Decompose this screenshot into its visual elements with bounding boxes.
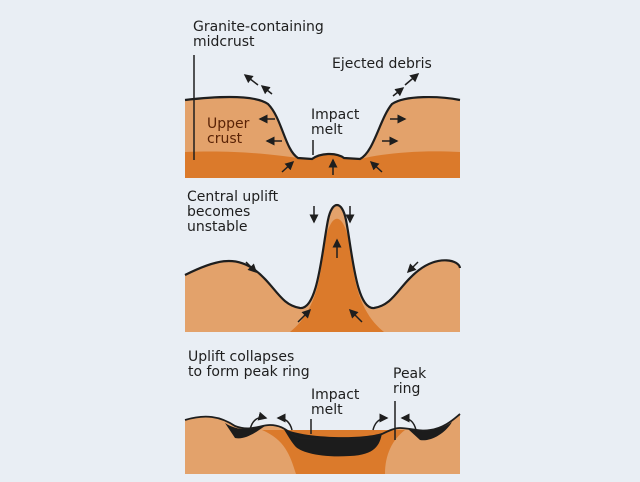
- panel-3-peak-ring: [184, 401, 461, 474]
- panel-2-central-uplift: [184, 203, 462, 332]
- peak-ring-label: Peak ring: [393, 366, 427, 397]
- granite-midcrust-label: Granite-containing midcrust: [193, 19, 324, 50]
- arrows: [249, 411, 417, 431]
- central-uplift-title: Central uplift becomes unstable: [187, 189, 279, 235]
- upper-crust-label: Upper crust: [207, 116, 250, 147]
- ejected-debris-label: Ejected debris: [332, 56, 432, 72]
- arrows: [243, 73, 420, 175]
- uplift-collapses-title: Uplift collapses to form peak ring: [188, 349, 310, 380]
- impact-melt-label-2: Impact melt: [311, 387, 360, 418]
- panel-1-excavation: [184, 55, 461, 178]
- impact-melt-label: Impact melt: [311, 107, 360, 138]
- arrows: [245, 206, 419, 323]
